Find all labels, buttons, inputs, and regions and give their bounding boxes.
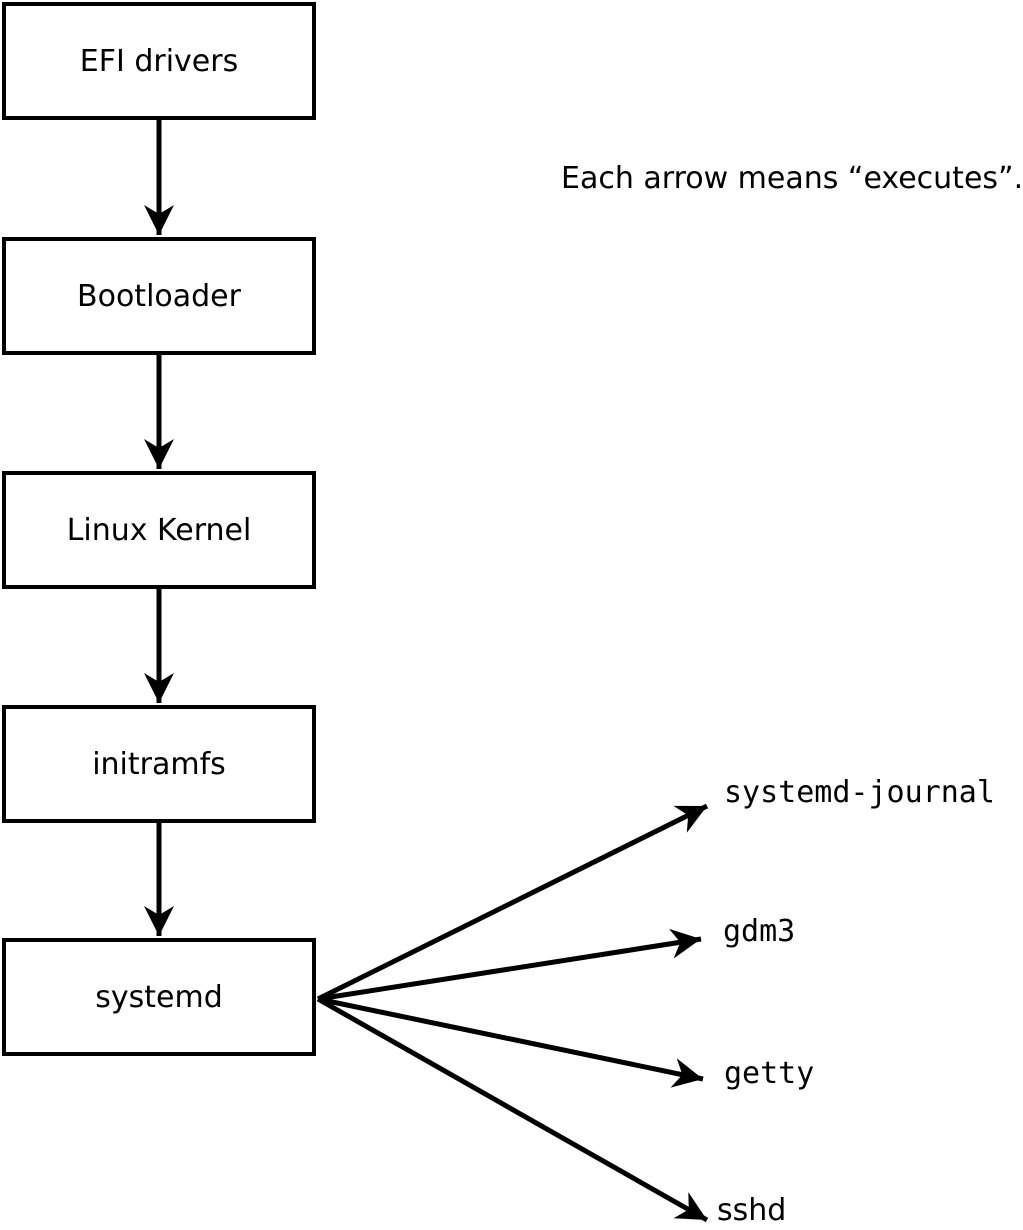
leaf-gdm3: gdm3 — [723, 913, 796, 949]
leaf-systemd-journal: systemd-journal — [724, 774, 995, 810]
arrow-systemd-to-getty — [317, 996, 704, 1088]
node-bootloader: Bootloader — [2, 237, 316, 355]
leaf-getty: getty — [724, 1055, 815, 1091]
node-efi-drivers-label: EFI drivers — [79, 43, 239, 79]
node-initramfs-label: initramfs — [92, 746, 226, 782]
node-systemd-label: systemd — [95, 979, 223, 1015]
node-linux-kernel-label: Linux Kernel — [66, 512, 252, 548]
node-initramfs: initramfs — [2, 705, 316, 823]
arrow-systemd-to-sshd — [316, 996, 709, 1223]
legend-note: Each arrow means “executes”. — [561, 160, 1023, 196]
node-bootloader-label: Bootloader — [77, 278, 241, 314]
node-efi-drivers: EFI drivers — [2, 2, 316, 120]
node-systemd: systemd — [2, 938, 316, 1056]
leaf-sshd: sshd — [717, 1192, 787, 1228]
node-linux-kernel: Linux Kernel — [2, 471, 316, 589]
arrow-systemd-to-journal — [316, 803, 709, 1002]
arrow-systemd-to-gdm3 — [317, 928, 702, 1002]
